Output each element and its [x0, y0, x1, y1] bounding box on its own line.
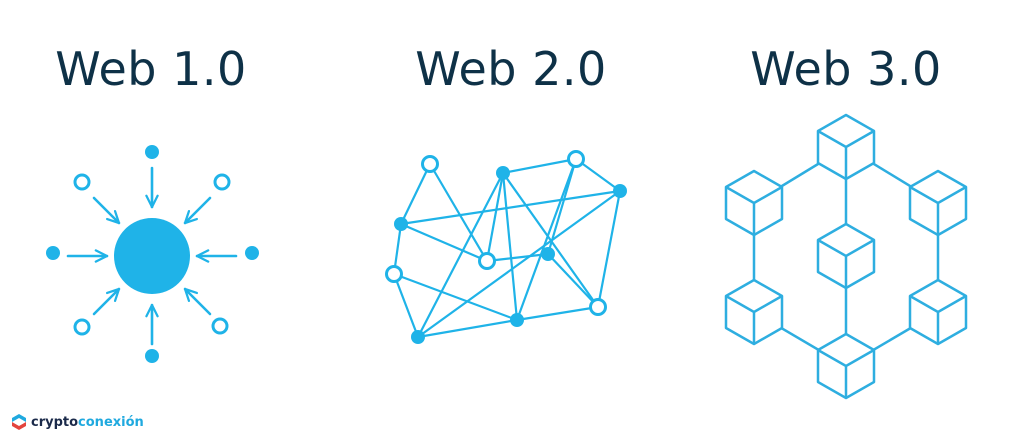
- network-node: [541, 247, 555, 261]
- web1-title: Web 1.0: [55, 42, 247, 96]
- web2-diagram: [385, 150, 627, 344]
- block-cube-upper-right: [908, 169, 968, 237]
- network-node-hollow: [589, 298, 607, 316]
- network-node-hollow: [385, 265, 403, 283]
- arrow-bottom-left: [92, 287, 121, 316]
- client-node-bottom-right: [211, 317, 229, 335]
- block-cube-lower-right: [908, 278, 968, 346]
- web3-title: Web 3.0: [750, 42, 942, 96]
- brand-mark-icon: [12, 414, 26, 430]
- arrow-bottom-right: [183, 287, 212, 316]
- client-node-top: [145, 145, 159, 159]
- network-node: [394, 217, 408, 231]
- network-node: [613, 184, 627, 198]
- brand-name-part1: crypto: [31, 414, 79, 430]
- network-edges: [392, 157, 622, 339]
- arrow-top-left: [92, 196, 121, 225]
- client-node-bottom-left: [73, 318, 91, 336]
- brand-name: cryptoconexión: [31, 415, 144, 430]
- block-cube-bottom: [816, 332, 876, 400]
- arrow-top-right: [183, 196, 212, 225]
- brand-logo: cryptoconexión: [10, 411, 144, 433]
- client-node-top-left: [73, 173, 91, 191]
- block-cube-upper-left: [724, 169, 784, 237]
- block-cube-lower-left: [724, 278, 784, 346]
- block-cube-top: [816, 113, 876, 181]
- network-node: [411, 330, 425, 344]
- client-node-left: [46, 246, 60, 260]
- web2-title: Web 2.0: [415, 42, 607, 96]
- client-node-right: [245, 246, 259, 260]
- block-cube-center: [816, 222, 876, 290]
- client-node-top-right: [213, 173, 231, 191]
- network-node-hollow: [567, 150, 585, 168]
- network-node: [496, 166, 510, 180]
- network-node-hollow: [478, 252, 496, 270]
- brand-name-part2: conexión: [78, 414, 144, 430]
- network-node: [510, 313, 524, 327]
- central-server-node: [114, 218, 190, 294]
- client-node-bottom: [145, 349, 159, 363]
- network-node-hollow: [421, 155, 439, 173]
- web3-diagram: [724, 113, 968, 400]
- web1-diagram: [46, 145, 259, 363]
